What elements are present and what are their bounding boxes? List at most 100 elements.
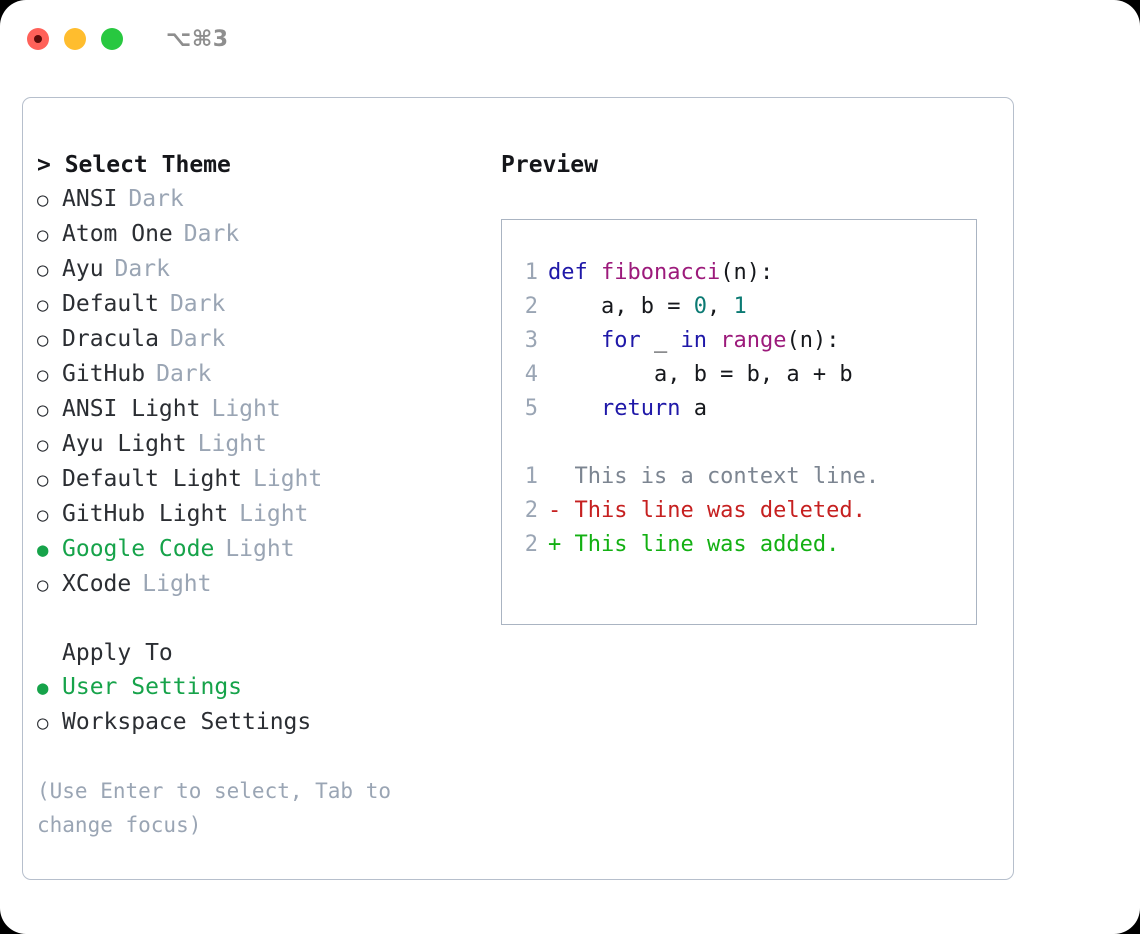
- theme-option-tag: Light: [211, 396, 281, 422]
- code-token: (n):: [720, 260, 774, 285]
- theme-option-label: ANSI Light: [62, 396, 201, 422]
- theme-option-ansi[interactable]: ○ ANSI Dark: [37, 182, 477, 217]
- preview-header: Preview: [501, 152, 598, 178]
- code-diff-separator: [502, 426, 976, 460]
- theme-option-tag: Dark: [169, 326, 226, 352]
- theme-option-label: Google Code: [62, 536, 215, 562]
- theme-option-label: Ayu: [62, 256, 104, 282]
- hint-spacer: [37, 740, 477, 774]
- apply-to-option-label: Workspace Settings: [62, 709, 312, 735]
- apply-to-list: ● User Settings ○ Workspace Settings: [37, 670, 477, 740]
- line-number: 1: [524, 260, 538, 285]
- radio-unselected-icon: ○: [37, 712, 49, 734]
- theme-option-tag: Dark: [169, 291, 226, 317]
- close-button-icon[interactable]: [27, 28, 49, 50]
- radio-unselected-icon: ○: [37, 329, 49, 351]
- minimize-button-icon[interactable]: [64, 28, 86, 50]
- theme-option-tag: Dark: [128, 186, 184, 212]
- theme-option-tag: Light: [142, 571, 212, 597]
- apply-to-option-label: User Settings: [62, 674, 243, 700]
- code-token: _: [640, 328, 681, 353]
- theme-option-ayu-light[interactable]: ○ Ayu Light Light: [37, 427, 477, 462]
- diff-line-add: 2+ This line was added.: [502, 528, 976, 562]
- code-line-text: a, b = b, a + b: [548, 358, 853, 392]
- theme-option-tag: Light: [225, 536, 295, 562]
- theme-option-tag: Light: [197, 431, 267, 457]
- title-bar: ⌥⌘3: [0, 0, 1140, 78]
- theme-option-label: Default Light: [62, 466, 243, 492]
- line-number: 4: [524, 362, 538, 387]
- code-token: for: [600, 328, 641, 353]
- theme-option-atom-one[interactable]: ○ Atom One Dark: [37, 217, 477, 252]
- radio-unselected-icon: ○: [37, 469, 49, 491]
- code-line-text: return a: [548, 392, 707, 426]
- code-line: 4 a, b = b, a + b: [502, 358, 976, 392]
- code-token: 0: [693, 294, 707, 319]
- code-line: 5 return a: [502, 392, 976, 426]
- code-token: a, b =: [548, 294, 694, 319]
- theme-option-label: Dracula: [62, 326, 159, 352]
- theme-option-dracula[interactable]: ○ Dracula Dark: [37, 322, 477, 357]
- diff-sample: 1 This is a context line. 2 - This line wa…: [502, 460, 976, 562]
- code-token: in: [680, 328, 707, 353]
- apply-to-option-user-settings[interactable]: ● User Settings: [37, 670, 477, 705]
- radio-unselected-icon: ○: [37, 574, 49, 596]
- code-token: return: [600, 396, 681, 421]
- code-line: 2 a, b = 0, 1: [502, 290, 976, 324]
- line-number: 5: [524, 396, 538, 421]
- theme-option-label: Atom One: [62, 221, 173, 247]
- line-number: 1: [524, 464, 538, 489]
- radio-unselected-icon: ○: [37, 189, 49, 211]
- code-token: a: [680, 396, 707, 421]
- code-token: [707, 328, 720, 353]
- code-token: [548, 396, 601, 421]
- code-line: 3 for _ in range(n):: [502, 324, 976, 358]
- theme-option-google-code[interactable]: ● Google Code Light: [37, 532, 477, 567]
- list-spacer: [37, 602, 477, 636]
- line-number: 3: [524, 328, 538, 353]
- radio-selected-icon: ●: [37, 539, 49, 561]
- line-number: 2: [524, 498, 538, 523]
- maximize-button-icon[interactable]: [101, 28, 123, 50]
- diff-line-del: 2 - This line was deleted.: [502, 494, 976, 528]
- keyboard-shortcut-label: ⌥⌘3: [166, 26, 229, 52]
- theme-option-tag: Light: [253, 466, 323, 492]
- code-token: range: [720, 328, 787, 353]
- diff-line-ctx: 1 This is a context line.: [502, 460, 976, 494]
- code-token: (n):: [786, 328, 840, 353]
- code-line-text: a, b = 0, 1: [548, 290, 747, 324]
- close-pip: [34, 35, 42, 43]
- theme-option-default-light[interactable]: ○ Default Light Light: [37, 462, 477, 497]
- radio-unselected-icon: ○: [37, 504, 49, 526]
- radio-selected-icon: ●: [37, 677, 49, 699]
- diff-line-text: - This line was deleted.: [548, 498, 866, 523]
- diff-line-text: This is a context line.: [548, 464, 880, 489]
- theme-option-label: Ayu Light: [62, 431, 187, 457]
- radio-unselected-icon: ○: [37, 434, 49, 456]
- code-token: fibonacci: [600, 260, 721, 285]
- theme-option-tag: Dark: [183, 221, 240, 247]
- theme-option-label: ANSI: [62, 186, 118, 212]
- theme-option-tag: Dark: [156, 361, 212, 387]
- radio-unselected-icon: ○: [37, 259, 49, 281]
- select-theme-header: > Select Theme: [37, 152, 231, 178]
- theme-option-label: GitHub Light: [62, 501, 229, 527]
- code-token: a, b = b, a + b: [548, 362, 853, 387]
- code-token: [548, 328, 601, 353]
- radio-unselected-icon: ○: [37, 224, 49, 246]
- apply-to-option-workspace-settings[interactable]: ○ Workspace Settings: [37, 705, 477, 740]
- code-token: def: [548, 260, 601, 285]
- code-line: 1 def fibonacci(n):: [502, 256, 976, 290]
